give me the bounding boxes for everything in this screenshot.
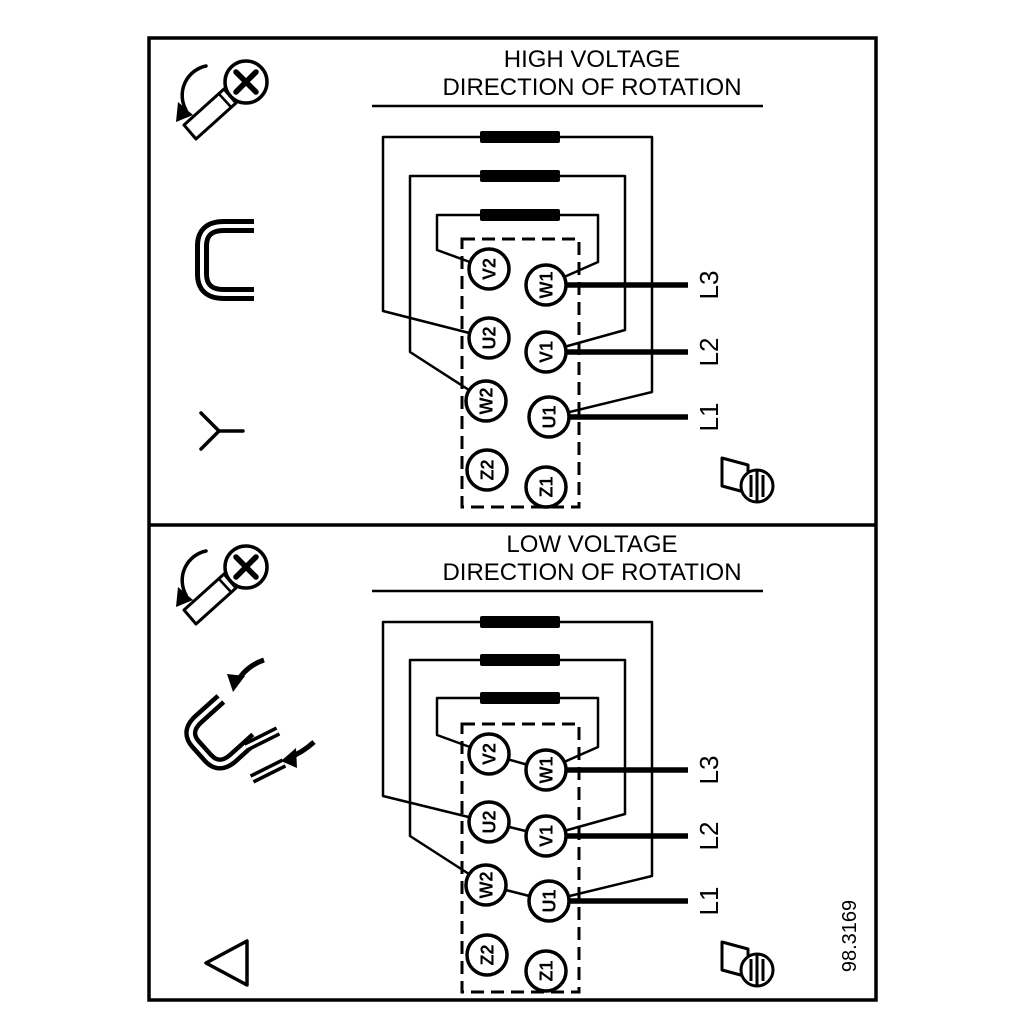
panel-title: HIGH VOLTAGE bbox=[504, 46, 680, 73]
jumper-bar bbox=[480, 692, 560, 704]
rotation-direction-icon bbox=[720, 456, 775, 504]
jumper-bars bbox=[480, 616, 560, 704]
pull-arrowhead bbox=[227, 674, 245, 692]
wire bbox=[408, 174, 487, 403]
panel-title: LOW VOLTAGE bbox=[506, 531, 677, 558]
screw-ccw-icon bbox=[176, 546, 267, 624]
terminal-label: Z1 bbox=[536, 476, 556, 497]
terminal-label: V1 bbox=[536, 825, 556, 847]
wire bbox=[545, 213, 600, 287]
delta-connection-icon bbox=[204, 939, 249, 987]
terminal-v2: V2 bbox=[467, 732, 511, 776]
outer-frame bbox=[147, 36, 878, 1002]
terminal-z2: Z2 bbox=[465, 933, 509, 977]
jumper-separated-icon bbox=[184, 657, 316, 784]
supply-label-l3: L3 bbox=[694, 756, 724, 785]
terminal-v1: V1 bbox=[524, 814, 568, 858]
supply-lines-low: L3 L2 L1 bbox=[546, 756, 724, 916]
terminal-v2: V2 bbox=[467, 247, 511, 291]
supply-label-l2: L2 bbox=[694, 338, 724, 367]
jumper-bar bbox=[480, 209, 560, 221]
wire bbox=[545, 696, 600, 772]
terminal-label: U1 bbox=[539, 405, 559, 428]
wire bbox=[548, 620, 654, 903]
terminal-u2: U2 bbox=[467, 316, 511, 360]
wire bbox=[545, 658, 627, 838]
supply-label-l1: L1 bbox=[694, 403, 724, 432]
panel-subtitle: DIRECTION OF ROTATION bbox=[442, 74, 741, 101]
terminal-label: Z1 bbox=[536, 960, 556, 981]
pull-arrowhead bbox=[281, 748, 297, 768]
terminal-z1: Z1 bbox=[524, 465, 568, 509]
terminal-block bbox=[460, 722, 581, 994]
jumper-bars bbox=[480, 131, 560, 221]
terminal-z2: Z2 bbox=[465, 448, 509, 492]
supply-label-l3: L3 bbox=[694, 271, 724, 300]
terminal-u1: U1 bbox=[527, 395, 571, 439]
wire bbox=[408, 658, 487, 887]
supply-lines-high: L3 L2 L1 bbox=[546, 271, 724, 432]
terminal-w1: W1 bbox=[524, 748, 568, 792]
panel-subtitle: DIRECTION OF ROTATION bbox=[442, 559, 741, 586]
terminal-v1: V1 bbox=[524, 330, 568, 374]
jumper-bar bbox=[480, 131, 560, 143]
wire bbox=[381, 620, 490, 824]
wire bbox=[548, 135, 654, 419]
jumper-bar bbox=[480, 170, 560, 182]
terminal-label: W1 bbox=[536, 757, 556, 784]
terminal-label: U1 bbox=[539, 889, 559, 912]
jumper-bar bbox=[480, 616, 560, 628]
panel-high-voltage: HIGH VOLTAGE DIRECTION OF ROTATION L3 L2… bbox=[176, 46, 775, 509]
terminal-w1: W1 bbox=[524, 263, 568, 307]
terminal-label: U2 bbox=[479, 810, 499, 833]
screw-ccw-icon bbox=[176, 61, 267, 139]
terminal-w2: W2 bbox=[464, 379, 508, 423]
terminal-label: U2 bbox=[479, 326, 499, 349]
terminal-z1: Z1 bbox=[524, 949, 568, 993]
figure-number: 98.3169 bbox=[839, 900, 861, 972]
supply-label-l1: L1 bbox=[694, 887, 724, 916]
terminal-u2: U2 bbox=[467, 800, 511, 844]
wire bbox=[545, 174, 627, 354]
terminal-u1: U1 bbox=[527, 879, 571, 923]
terminal-label: Z2 bbox=[477, 944, 497, 965]
terminal-label: W2 bbox=[476, 388, 496, 415]
rotation-direction-icon bbox=[720, 940, 775, 988]
terminal-label: W1 bbox=[536, 272, 556, 299]
terminal-w2: W2 bbox=[464, 863, 508, 907]
terminal-block bbox=[460, 237, 581, 509]
terminal-label: W2 bbox=[476, 872, 496, 899]
terminal-label: V1 bbox=[536, 341, 556, 363]
wire bbox=[381, 135, 490, 340]
panel-low-voltage: LOW VOLTAGE DIRECTION OF ROTATION bbox=[176, 531, 775, 994]
terminal-label: V2 bbox=[479, 743, 499, 765]
supply-label-l2: L2 bbox=[694, 822, 724, 851]
terminal-label: Z2 bbox=[477, 459, 497, 480]
wiring-high-voltage bbox=[381, 135, 654, 419]
jumper-bar bbox=[480, 654, 560, 666]
jumper-bracket-icon bbox=[195, 219, 254, 301]
terminal-label: V2 bbox=[479, 258, 499, 280]
star-connection-icon bbox=[199, 411, 245, 451]
